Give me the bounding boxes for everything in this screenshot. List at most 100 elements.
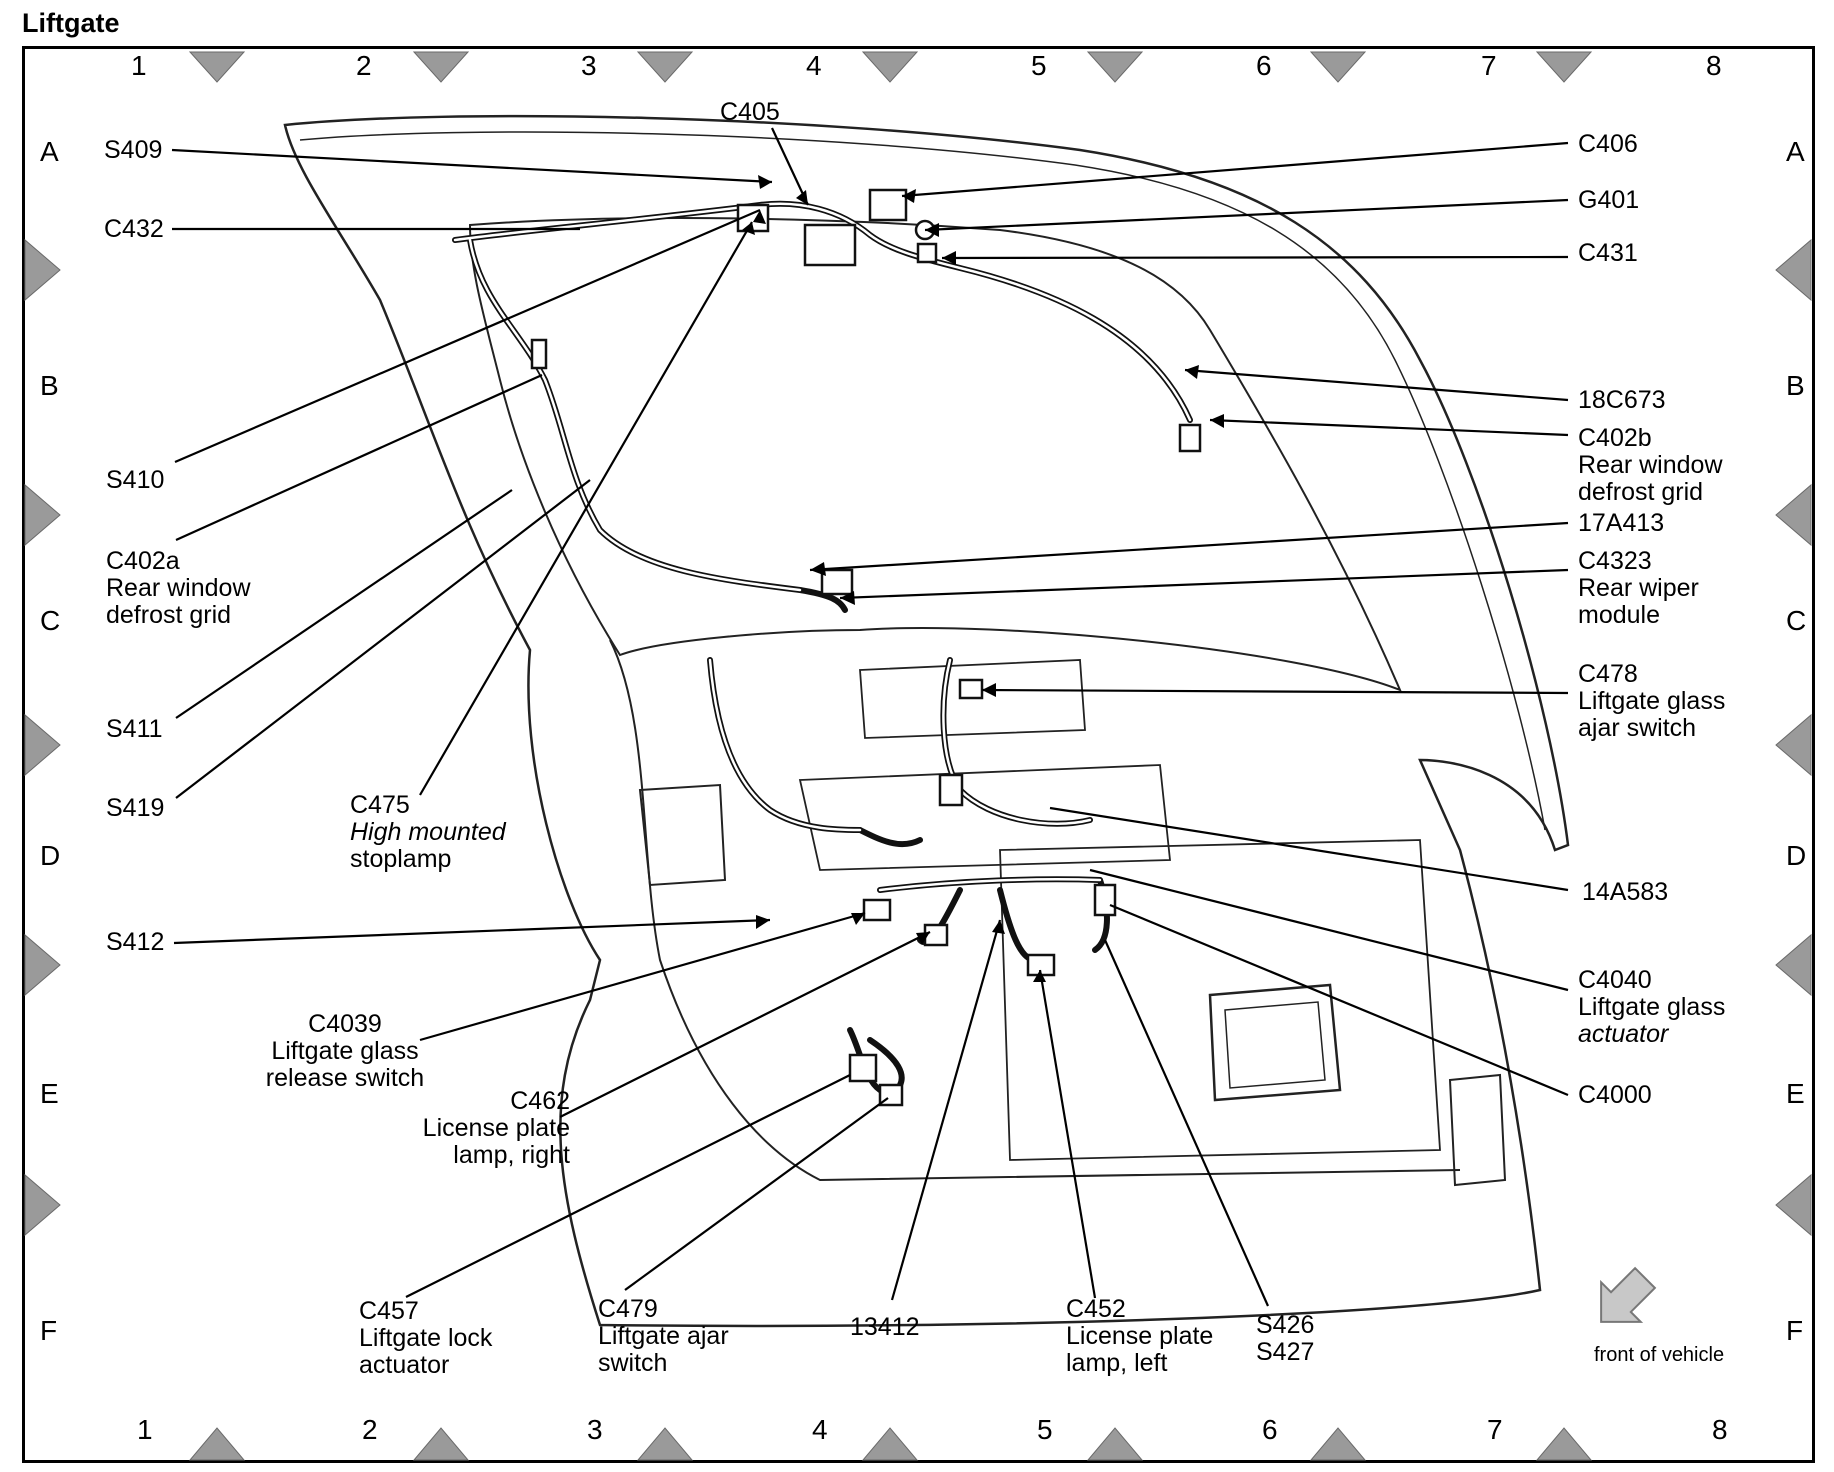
label-g401: G401	[1578, 186, 1640, 214]
label-c479-code: C479	[598, 1295, 658, 1323]
label-s409: S409	[104, 136, 163, 164]
wiring-harness	[452, 200, 1193, 1093]
grid-col-4-top: 4	[806, 50, 822, 81]
label-s411: S411	[106, 715, 163, 743]
label-s426-s427: S426 S427	[1256, 1312, 1314, 1366]
label-c452-line2: lamp, left	[1066, 1349, 1168, 1377]
label-c4039-code: C4039	[308, 1010, 382, 1038]
label-c4040: C4040 Liftgate glass actuator	[1578, 967, 1725, 1048]
border-markers	[24, 51, 1812, 1461]
label-c431: C431	[1578, 239, 1638, 267]
label-s412: S412	[106, 928, 165, 956]
label-c462-line2: lamp, right	[453, 1141, 570, 1169]
grid-col-2-top: 2	[356, 50, 372, 81]
label-c475-line1: High mounted	[350, 818, 506, 846]
label-c402a-code: C402a	[106, 547, 180, 575]
label-c402b-line2: defrost grid	[1578, 478, 1704, 506]
grid-col-8-bottom: 8	[1712, 1414, 1728, 1445]
label-c402b-line1: Rear window	[1578, 451, 1723, 479]
grid-row-e-right: E	[1786, 1078, 1805, 1109]
grid-col-4-bottom: 4	[812, 1414, 828, 1445]
label-s426: S426	[1256, 1311, 1315, 1339]
label-c452: C452 License plate lamp, left	[1066, 1296, 1213, 1377]
label-c478: C478 Liftgate glass ajar switch	[1578, 661, 1725, 742]
connectors	[530, 188, 1202, 1107]
label-c402a-line2: defrost grid	[106, 601, 232, 629]
label-c479-line1: Liftgate ajar	[598, 1322, 729, 1350]
label-c462-line1: License plate	[422, 1114, 570, 1142]
grid-row-f-left: F	[40, 1315, 58, 1346]
label-c475-code: C475	[350, 791, 410, 819]
grid-row-b-right: B	[1786, 370, 1805, 401]
grid-row-a-right: A	[1786, 136, 1805, 167]
label-c478-code: C478	[1578, 660, 1638, 688]
label-c4323: C4323 Rear wiper module	[1578, 548, 1699, 629]
label-c457-code: C457	[359, 1297, 419, 1325]
front-of-vehicle-label: front of vehicle	[1594, 1344, 1725, 1366]
wiring-inner	[453, 202, 1192, 892]
leader-lines	[171, 127, 1569, 1307]
label-c402b: C402b Rear window defrost grid	[1578, 425, 1723, 506]
grid-row-a-left: A	[40, 136, 59, 167]
label-c462: C462 License plate lamp, right	[400, 1088, 570, 1169]
label-c452-code: C452	[1066, 1295, 1126, 1323]
label-c478-line1: Liftgate glass	[1578, 687, 1726, 715]
label-s419: S419	[106, 794, 165, 822]
grid-row-d-left: D	[40, 840, 61, 871]
label-c402a-line1: Rear window	[106, 574, 251, 602]
grid-col-8-top: 8	[1706, 50, 1722, 81]
grid-col-5-bottom: 5	[1037, 1414, 1053, 1445]
label-14a583: 14A583	[1582, 878, 1669, 906]
label-c457-line2: actuator	[359, 1351, 450, 1379]
grid-col-3-top: 3	[581, 50, 597, 81]
grid-col-3-bottom: 3	[587, 1414, 603, 1445]
label-s427: S427	[1256, 1338, 1315, 1366]
label-c478-line2: ajar switch	[1578, 714, 1697, 742]
grid-row-c-right: C	[1786, 605, 1807, 636]
label-c402b-code: C402b	[1578, 424, 1652, 452]
grid-col-6-top: 6	[1256, 50, 1272, 81]
label-c479-line2: switch	[598, 1349, 668, 1377]
label-c4040-code: C4040	[1578, 966, 1652, 994]
arrow-heads	[742, 175, 1224, 982]
diagram-frame	[22, 46, 1815, 1463]
label-17a413: 17A413	[1578, 509, 1665, 537]
label-c457: C457 Liftgate lock actuator	[359, 1298, 492, 1379]
label-c4000: C4000	[1578, 1081, 1652, 1109]
label-c4039-line1: Liftgate glass	[271, 1037, 419, 1065]
label-c4039-line2: release switch	[265, 1064, 425, 1092]
label-c4040-line1: Liftgate glass	[1578, 993, 1726, 1021]
label-s410: S410	[106, 466, 165, 494]
label-c462-code: C462	[510, 1087, 570, 1115]
grid-row-d-right: D	[1786, 840, 1807, 871]
label-c457-line1: Liftgate lock	[359, 1324, 493, 1352]
label-c4323-code: C4323	[1578, 547, 1652, 575]
label-c475-line2: stoplamp	[350, 845, 452, 873]
grid-col-7-bottom: 7	[1487, 1414, 1503, 1445]
grid-col-7-top: 7	[1481, 50, 1497, 81]
label-c4039: C4039 Liftgate glass release switch	[250, 1011, 440, 1092]
label-c4040-line2: actuator	[1578, 1020, 1669, 1048]
label-c475: C475 High mounted stoplamp	[350, 792, 506, 873]
label-c4323-line1: Rear wiper	[1578, 574, 1699, 602]
grid-col-1-top: 1	[131, 50, 147, 81]
label-c402a: C402a Rear window defrost grid	[106, 548, 251, 629]
label-c4323-line2: module	[1578, 601, 1660, 629]
page-title: Liftgate	[22, 8, 120, 38]
label-18c673: 18C673	[1578, 386, 1666, 414]
grid-col-5-top: 5	[1031, 50, 1047, 81]
grid-row-c-left: C	[40, 605, 61, 636]
grid-col-1-bottom: 1	[137, 1414, 153, 1445]
grid-row-b-left: B	[40, 370, 59, 401]
label-c432: C432	[104, 215, 164, 243]
grid-row-f-right: F	[1786, 1315, 1804, 1346]
grid-col-2-bottom: 2	[362, 1414, 378, 1445]
label-c406: C406	[1578, 130, 1638, 158]
arrow-down-left-icon	[1600, 1266, 1657, 1323]
label-c452-line1: License plate	[1066, 1322, 1214, 1350]
label-c405: C405	[720, 98, 780, 126]
grid-col-6-bottom: 6	[1262, 1414, 1278, 1445]
label-c479: C479 Liftgate ajar switch	[598, 1296, 729, 1377]
grid-row-e-left: E	[40, 1078, 59, 1109]
